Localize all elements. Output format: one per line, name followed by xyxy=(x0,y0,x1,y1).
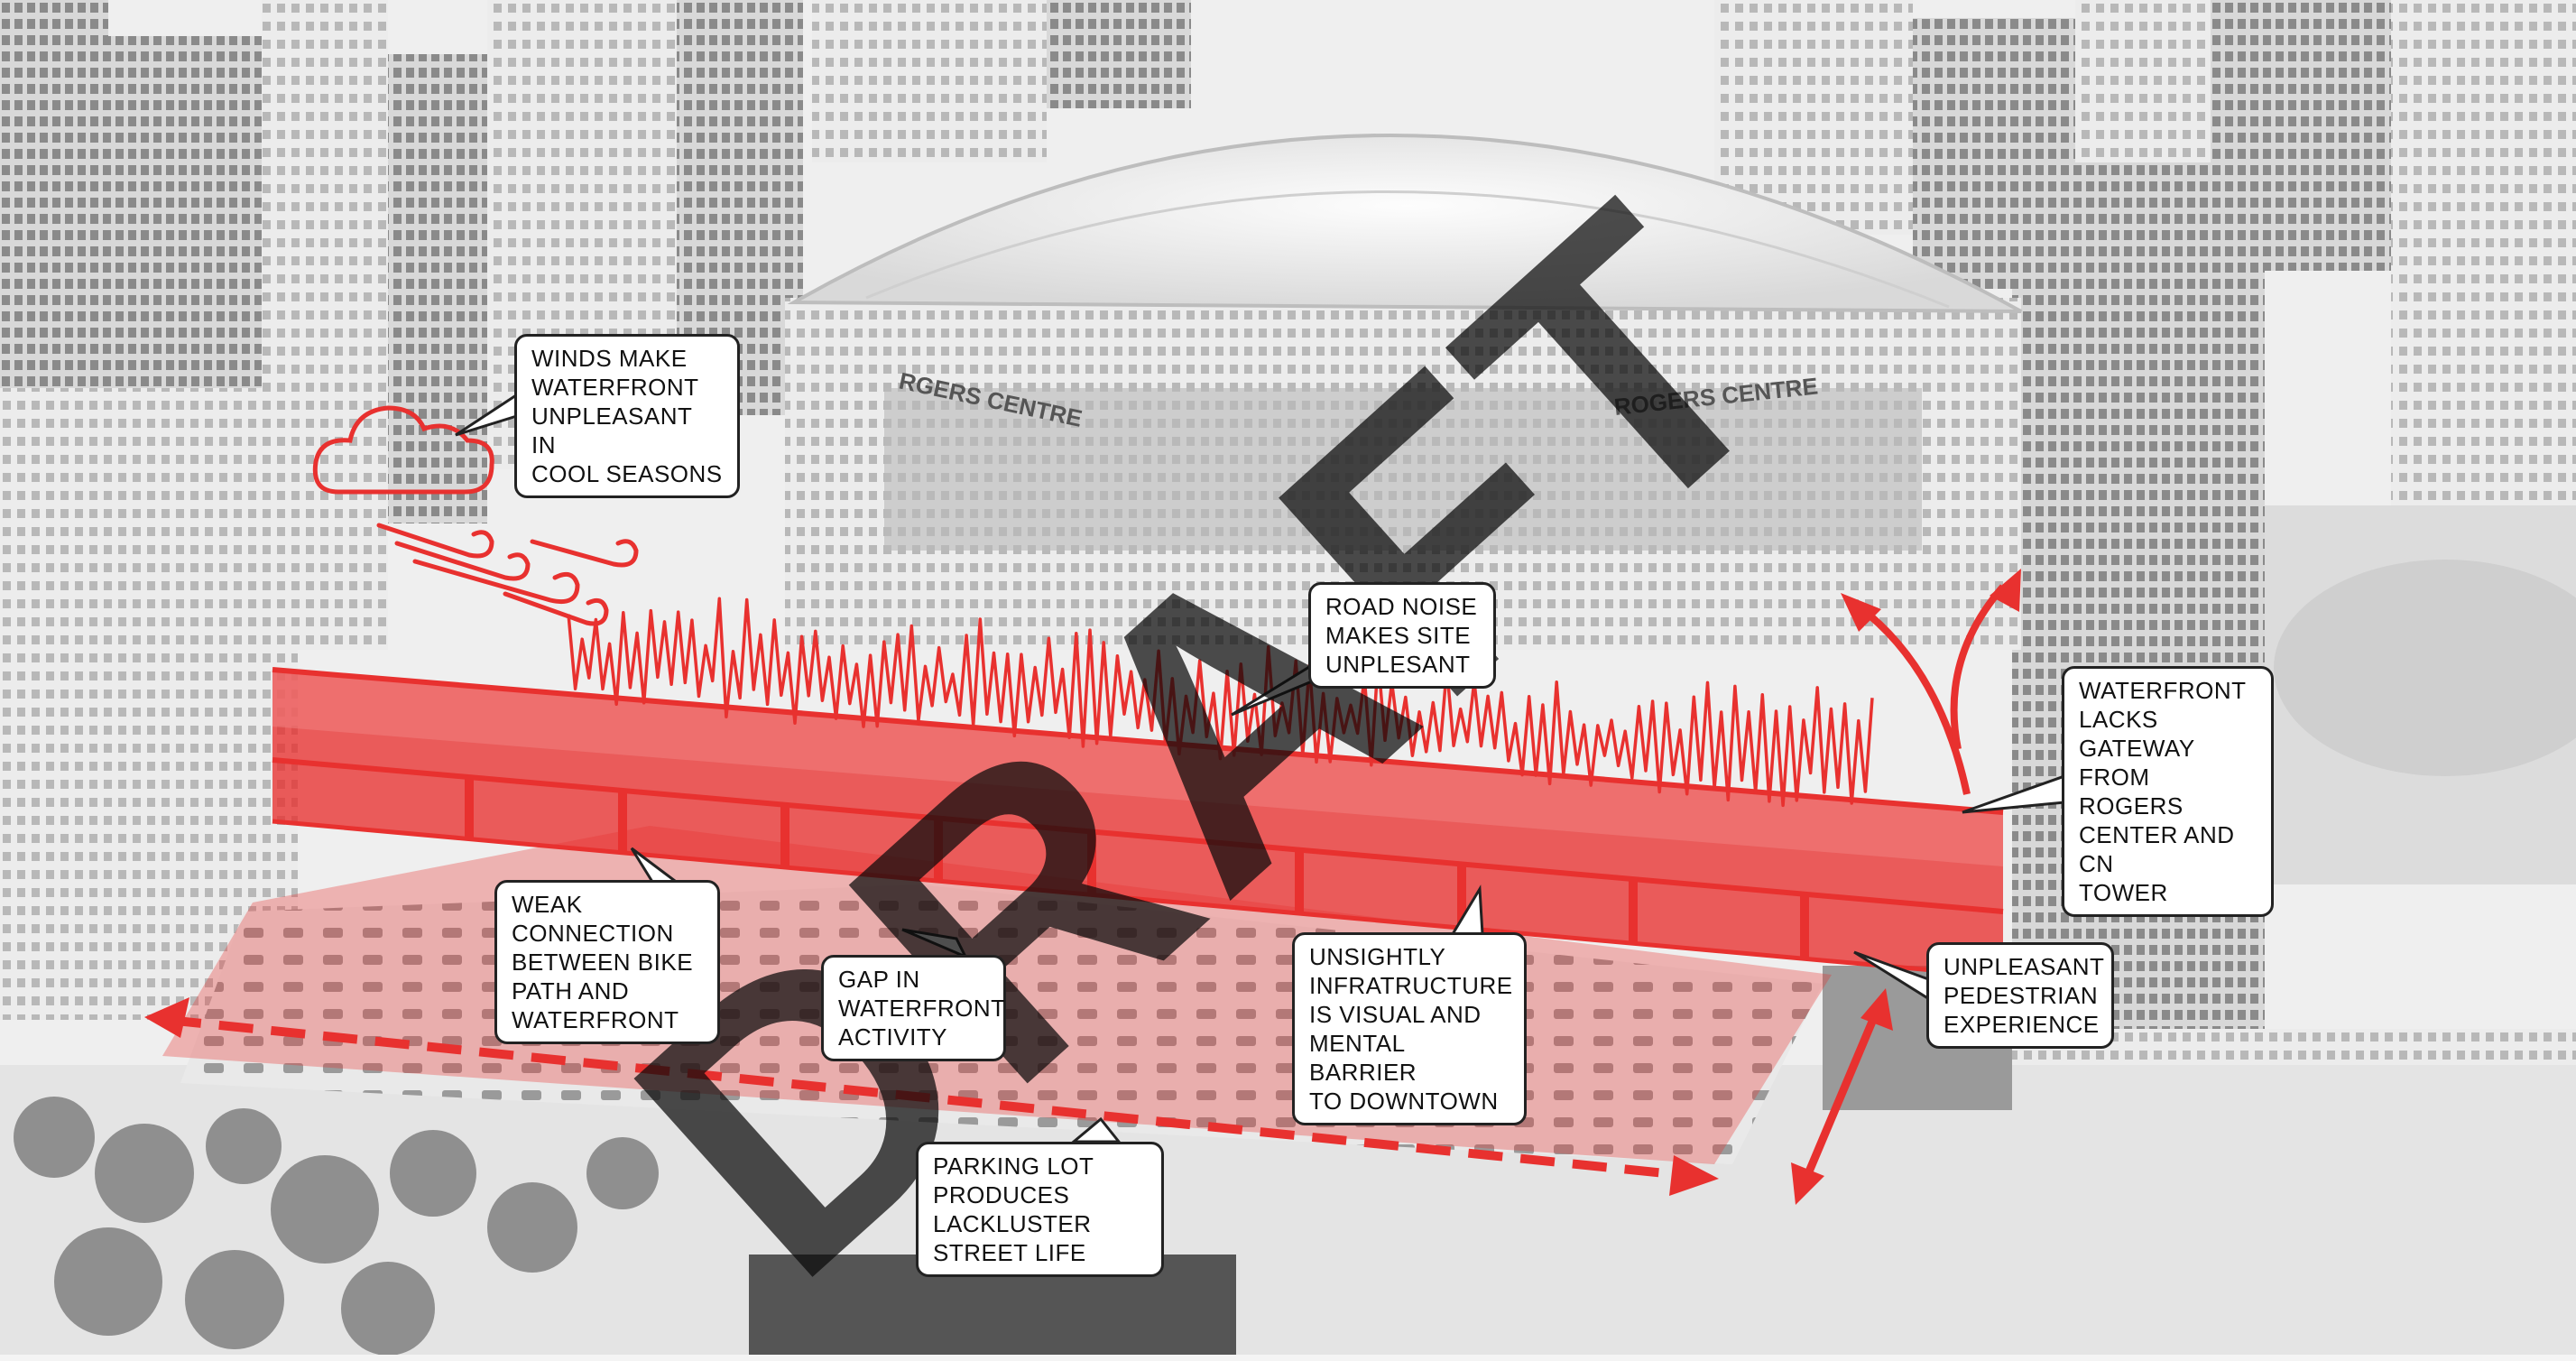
callout-parking-text: PARKING LOT PRODUCES LACKLUSTER STREET L… xyxy=(933,1153,1094,1266)
callout-road-noise-text: ROAD NOISE MAKES SITE UNPLESANT xyxy=(1325,593,1478,678)
callout-road-noise: ROAD NOISE MAKES SITE UNPLESANT xyxy=(1308,582,1496,689)
callout-weak-connection: WEAK CONNECTION BETWEEN BIKE PATH AND WA… xyxy=(494,880,720,1044)
arrowhead-left xyxy=(144,997,189,1038)
movement-arrows xyxy=(144,569,2021,1205)
callout-gap-text: GAP IN WATERFRONT ACTIVITY xyxy=(838,966,1006,1051)
callout-gap: GAP IN WATERFRONT ACTIVITY xyxy=(821,955,1006,1061)
curved-arrow-cn-tower xyxy=(1950,584,2007,750)
callout-pedestrian: UNPLEASANT PEDESTRIAN EXPERIENCE xyxy=(1926,942,2114,1049)
dashed-path-arrow xyxy=(166,1015,1684,1180)
callout-winds-text: WINDS MAKE WATERFRONT UNPLEASANT IN COOL… xyxy=(531,345,723,487)
callout-pointers xyxy=(455,393,2076,1143)
cloud-wind-icon xyxy=(312,405,639,626)
gardiner-expressway-overlay xyxy=(272,667,2004,979)
arrowhead-right xyxy=(1669,1155,1719,1196)
road-noise-waveform xyxy=(567,597,1874,808)
callout-pedestrian-text: UNPLEASANT PEDESTRIAN EXPERIENCE xyxy=(1944,953,2105,1038)
pedestrian-arrow xyxy=(1800,1009,1881,1184)
callout-infrastructure-text: UNSIGHTLY INFRATRUCTURE IS VISUAL AND ME… xyxy=(1309,943,1513,1115)
callout-gateway-text: WATERFRONT LACKS GATEWAY FROM ROGERS CEN… xyxy=(2079,677,2247,906)
curved-arrow-gateway xyxy=(1856,603,1971,795)
callout-parking: PARKING LOT PRODUCES LACKLUSTER STREET L… xyxy=(916,1142,1164,1277)
callout-weak-connection-text: WEAK CONNECTION BETWEEN BIKE PATH AND WA… xyxy=(512,891,694,1033)
callout-gateway: WATERFRONT LACKS GATEWAY FROM ROGERS CEN… xyxy=(2062,666,2274,917)
callout-winds: WINDS MAKE WATERFRONT UNPLEASANT IN COOL… xyxy=(514,334,740,498)
callout-infrastructure: UNSIGHTLY INFRATRUCTURE IS VISUAL AND ME… xyxy=(1292,932,1527,1125)
